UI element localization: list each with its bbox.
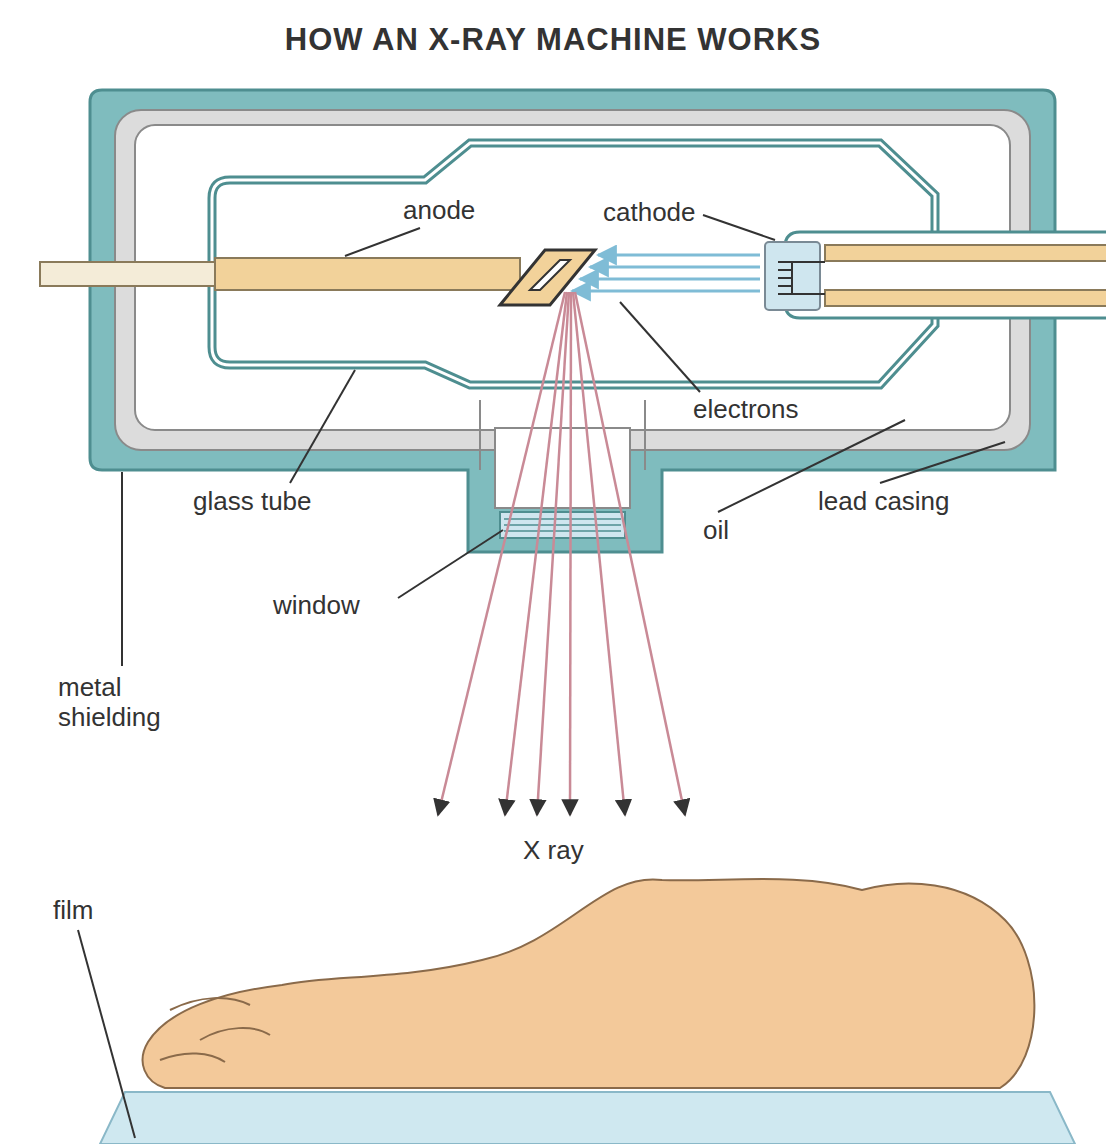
anode-rod-outer: [40, 262, 220, 286]
window-pane: [500, 512, 625, 538]
cathode-lead: [825, 245, 1106, 261]
part-label: oil: [700, 515, 732, 545]
part-label: anode: [400, 195, 478, 225]
anode-body: [215, 258, 520, 290]
film: [100, 1092, 1075, 1144]
cathode-lead: [825, 290, 1106, 306]
part-label: cathode: [600, 197, 699, 227]
metal-shielding: [90, 90, 1055, 552]
part-label: film: [50, 895, 96, 925]
foot: [143, 879, 1035, 1088]
diagram-title: HOW AN X-RAY MACHINE WORKS: [0, 22, 1106, 58]
part-label: glass tube: [190, 486, 315, 516]
part-label: electrons: [690, 394, 802, 424]
part-label: window: [270, 590, 363, 620]
part-label: metal shielding: [55, 672, 226, 732]
part-label: X ray: [520, 835, 587, 865]
part-label: lead casing: [815, 486, 953, 516]
